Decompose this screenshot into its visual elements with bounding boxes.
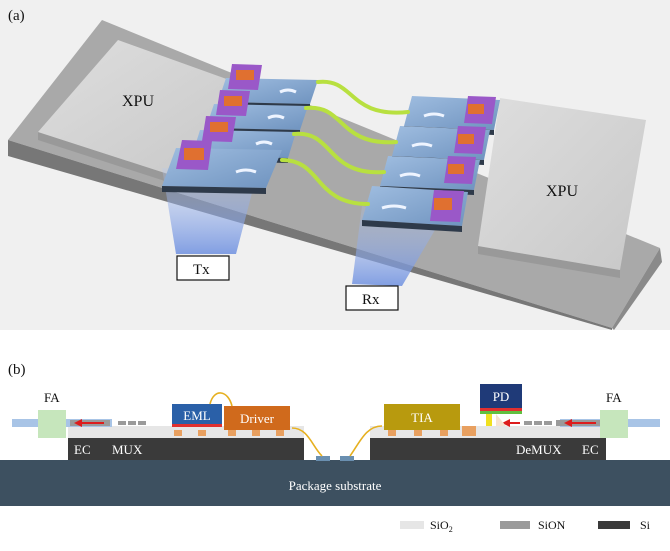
pd-chip: [480, 384, 522, 408]
xpu-right: [478, 98, 646, 270]
eml-chip: [172, 404, 222, 426]
legend: SiO2 SiON Si: [400, 518, 651, 534]
package-3d-illustration: (a) XPU XPU Tx Rx: [8, 8, 662, 330]
tx-chip-stack: [162, 64, 318, 194]
driver-label: Driver: [240, 411, 275, 426]
rx-chip: [362, 186, 468, 232]
package-substrate-label: Package substrate: [289, 478, 382, 493]
package-substrate: [0, 460, 670, 506]
right-solder-bumps: [388, 426, 476, 436]
sion-segment: [138, 421, 146, 425]
wirebond: [349, 425, 383, 457]
legend-sio2-label: SiO2: [430, 518, 453, 534]
sion-segment: [524, 421, 532, 425]
light-arrowhead-right: [564, 419, 572, 427]
sion-segment: [118, 421, 126, 425]
pd-label: PD: [493, 389, 510, 404]
rx-label: Rx: [362, 292, 380, 308]
sion-segment: [544, 421, 552, 425]
pd-layer-red: [480, 408, 522, 411]
left-solder-bumps: [174, 430, 284, 436]
tia-chip: [384, 404, 460, 430]
driver-chip: [224, 406, 290, 430]
tia-label: TIA: [411, 410, 433, 425]
tx-label-box: [176, 255, 230, 281]
sion-segment: [128, 421, 136, 425]
panel-b-label: (b): [8, 362, 26, 378]
legend-sion-swatch: [500, 521, 530, 529]
cross-section-diagram: (b) Package substrate FA EC MUX EML Driv…: [0, 362, 670, 534]
pd-pillar: [486, 414, 492, 426]
legend-sio2-swatch: [400, 521, 424, 529]
eml-label: EML: [183, 408, 211, 423]
sion-segment: [534, 421, 542, 425]
demux-label: DeMUX: [516, 442, 562, 457]
fiber: [292, 131, 386, 175]
rx-chip-stack: [362, 96, 500, 232]
eml-active-layer: [172, 424, 222, 427]
fa-right-block: [600, 410, 628, 438]
pd-mirror: [496, 414, 506, 426]
panel-a: (a) XPU XPU Tx Rx: [0, 0, 670, 330]
fiber: [316, 79, 410, 115]
legend-sion-label: SiON: [538, 518, 566, 532]
tx-label: Tx: [193, 262, 210, 278]
ec-left-label: EC: [74, 442, 91, 457]
rx-label-box: [345, 285, 399, 311]
panel-a-label: (a): [8, 8, 25, 24]
xpu-right-side: [478, 246, 620, 278]
legend-si-swatch: [598, 521, 630, 529]
fa-left-label: FA: [44, 390, 60, 405]
legend-si-label: Si: [640, 518, 651, 532]
fiber: [280, 158, 370, 206]
xpu-right-label: XPU: [546, 183, 578, 200]
mux-label: MUX: [112, 442, 143, 457]
panel-b: (b) Package substrate FA EC MUX EML Driv…: [0, 330, 670, 546]
substrate-bump: [340, 456, 354, 461]
board-side-right: [612, 248, 662, 330]
board-side: [8, 140, 612, 330]
fa-right-label: FA: [606, 390, 622, 405]
xpu-left-label: XPU: [122, 93, 154, 110]
ec-right-label: EC: [582, 442, 599, 457]
xpu-left-side: [38, 132, 168, 182]
right-si-chip: [370, 438, 606, 460]
fiber-links: [280, 79, 410, 206]
fa-left-block: [38, 410, 66, 438]
fiber: [304, 105, 398, 145]
pd-layer-green: [480, 411, 522, 414]
light-arrowhead-left: [74, 419, 82, 427]
left-si-chip: [68, 438, 304, 460]
tx-chip: [162, 140, 282, 194]
light-arrowhead-pd: [502, 419, 510, 427]
wirebond: [209, 392, 233, 407]
wirebond: [291, 427, 323, 457]
substrate-bump: [316, 456, 330, 461]
